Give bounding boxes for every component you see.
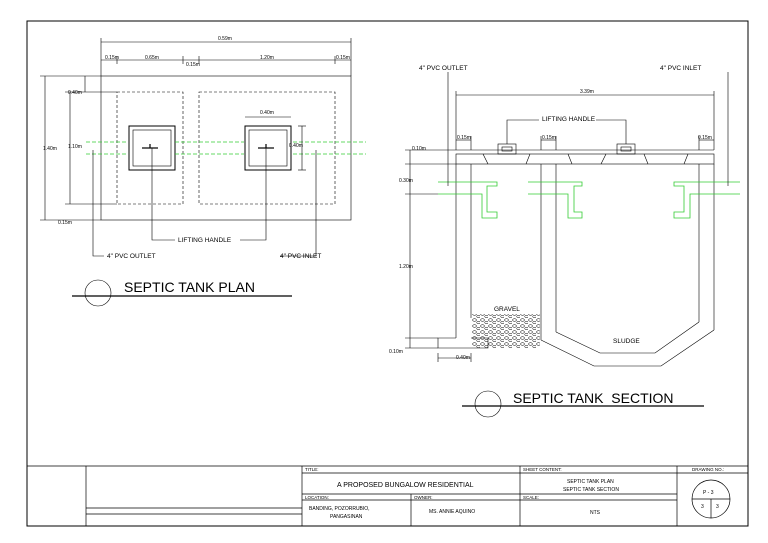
- sheet-border: [26, 20, 749, 527]
- plan-cover-dim-w: 0.40m: [260, 110, 274, 116]
- section-left-dim-3: 1.20m: [399, 264, 413, 270]
- sheet-id: P - 3: [703, 490, 714, 496]
- gravel-fill: [472, 314, 540, 348]
- section-lifting-handle-label: LIFTING HANDLE: [542, 116, 596, 123]
- plan-outlet-label: 4" PVC OUTLET: [107, 253, 156, 260]
- plan-dim-2: 0.65m: [145, 55, 159, 61]
- sheet-content-line2: SEPTIC TANK SECTION: [563, 487, 619, 493]
- plan-chamber-right: [198, 91, 336, 205]
- plan-left-dim-1: 0.40m: [68, 90, 82, 96]
- septic-tank-plan: [40, 38, 366, 307]
- plan-cover-dim-h: 0.40m: [289, 143, 303, 149]
- plan-left-dim-2: 1.40m: [43, 146, 57, 152]
- plan-dim-1: 0.15m: [105, 55, 119, 61]
- plan-inlet-label: 4" PVC INLET: [280, 253, 321, 260]
- section-left-dim-1: 0.10m: [412, 146, 426, 152]
- plan-left-dim-4: 0.15m: [58, 220, 72, 226]
- title-block: [27, 465, 748, 526]
- section-top-dim-1: 0.15m: [457, 135, 471, 141]
- section-left-dim-4: 0.10m: [389, 349, 403, 355]
- plan-cover-right: [244, 125, 292, 171]
- plan-dim-3: 0.15m: [186, 62, 200, 68]
- drawing-no-label: DRAWING NO.:: [692, 467, 724, 472]
- location-label: LOCATION:: [305, 495, 329, 500]
- septic-tank-section: [405, 72, 740, 418]
- scale-label: SCALE:: [523, 495, 539, 500]
- plan-overall-width: 0.59m: [218, 36, 232, 42]
- plan-left-dim-3: 1.10m: [68, 144, 82, 150]
- scale-value: NTS: [590, 510, 601, 516]
- plan-chamber-left: [116, 91, 184, 205]
- owner-value: MS. ANNIE AQUINO: [429, 509, 475, 515]
- sheet-content-label: SHEET CONTENT:: [523, 467, 562, 472]
- project-title: A PROPOSED BUNGALOW RESIDENTIAL: [337, 482, 474, 489]
- section-left-dim-2: 0.30m: [399, 178, 413, 184]
- section-sludge-label: SLUDGE: [613, 338, 640, 345]
- section-bottom-dim: 0.40m: [456, 355, 470, 361]
- sheet-content-line1: SEPTIC TANK PLAN: [567, 479, 614, 485]
- section-title: SEPTIC TANK SECTION: [513, 390, 674, 406]
- owner-label: OWNER:: [414, 495, 433, 500]
- plan-title-bubble: [84, 279, 112, 307]
- section-title-bubble: [474, 390, 502, 418]
- section-top-dim-3: 0.15m: [698, 135, 712, 141]
- plan-dim-4: 1.20m: [260, 55, 274, 61]
- plan-lifting-handle-label: LIFTING HANDLE: [178, 237, 232, 244]
- section-top-slab: [455, 153, 715, 165]
- location-line1: BANDING, POZORRUBIO,: [309, 506, 370, 512]
- plan-outer-outline: [100, 75, 352, 221]
- location-line2: PANGASINAN: [330, 514, 363, 520]
- sheet-total: 3: [716, 504, 719, 510]
- section-gravel-label: GRAVEL: [494, 306, 520, 313]
- section-outlet-label: 4" PVC OUTLET: [419, 65, 468, 72]
- section-top-dim-2: 0.15m: [542, 135, 556, 141]
- title-label: TITLE:: [305, 467, 319, 472]
- section-inlet-label: 4" PVC INLET: [660, 65, 701, 72]
- sheet-number: 3: [701, 504, 704, 510]
- section-overall-width: 3.39m: [580, 89, 594, 95]
- plan-dim-5: 0.15m: [336, 55, 350, 61]
- plan-title: SEPTIC TANK PLAN: [124, 279, 255, 295]
